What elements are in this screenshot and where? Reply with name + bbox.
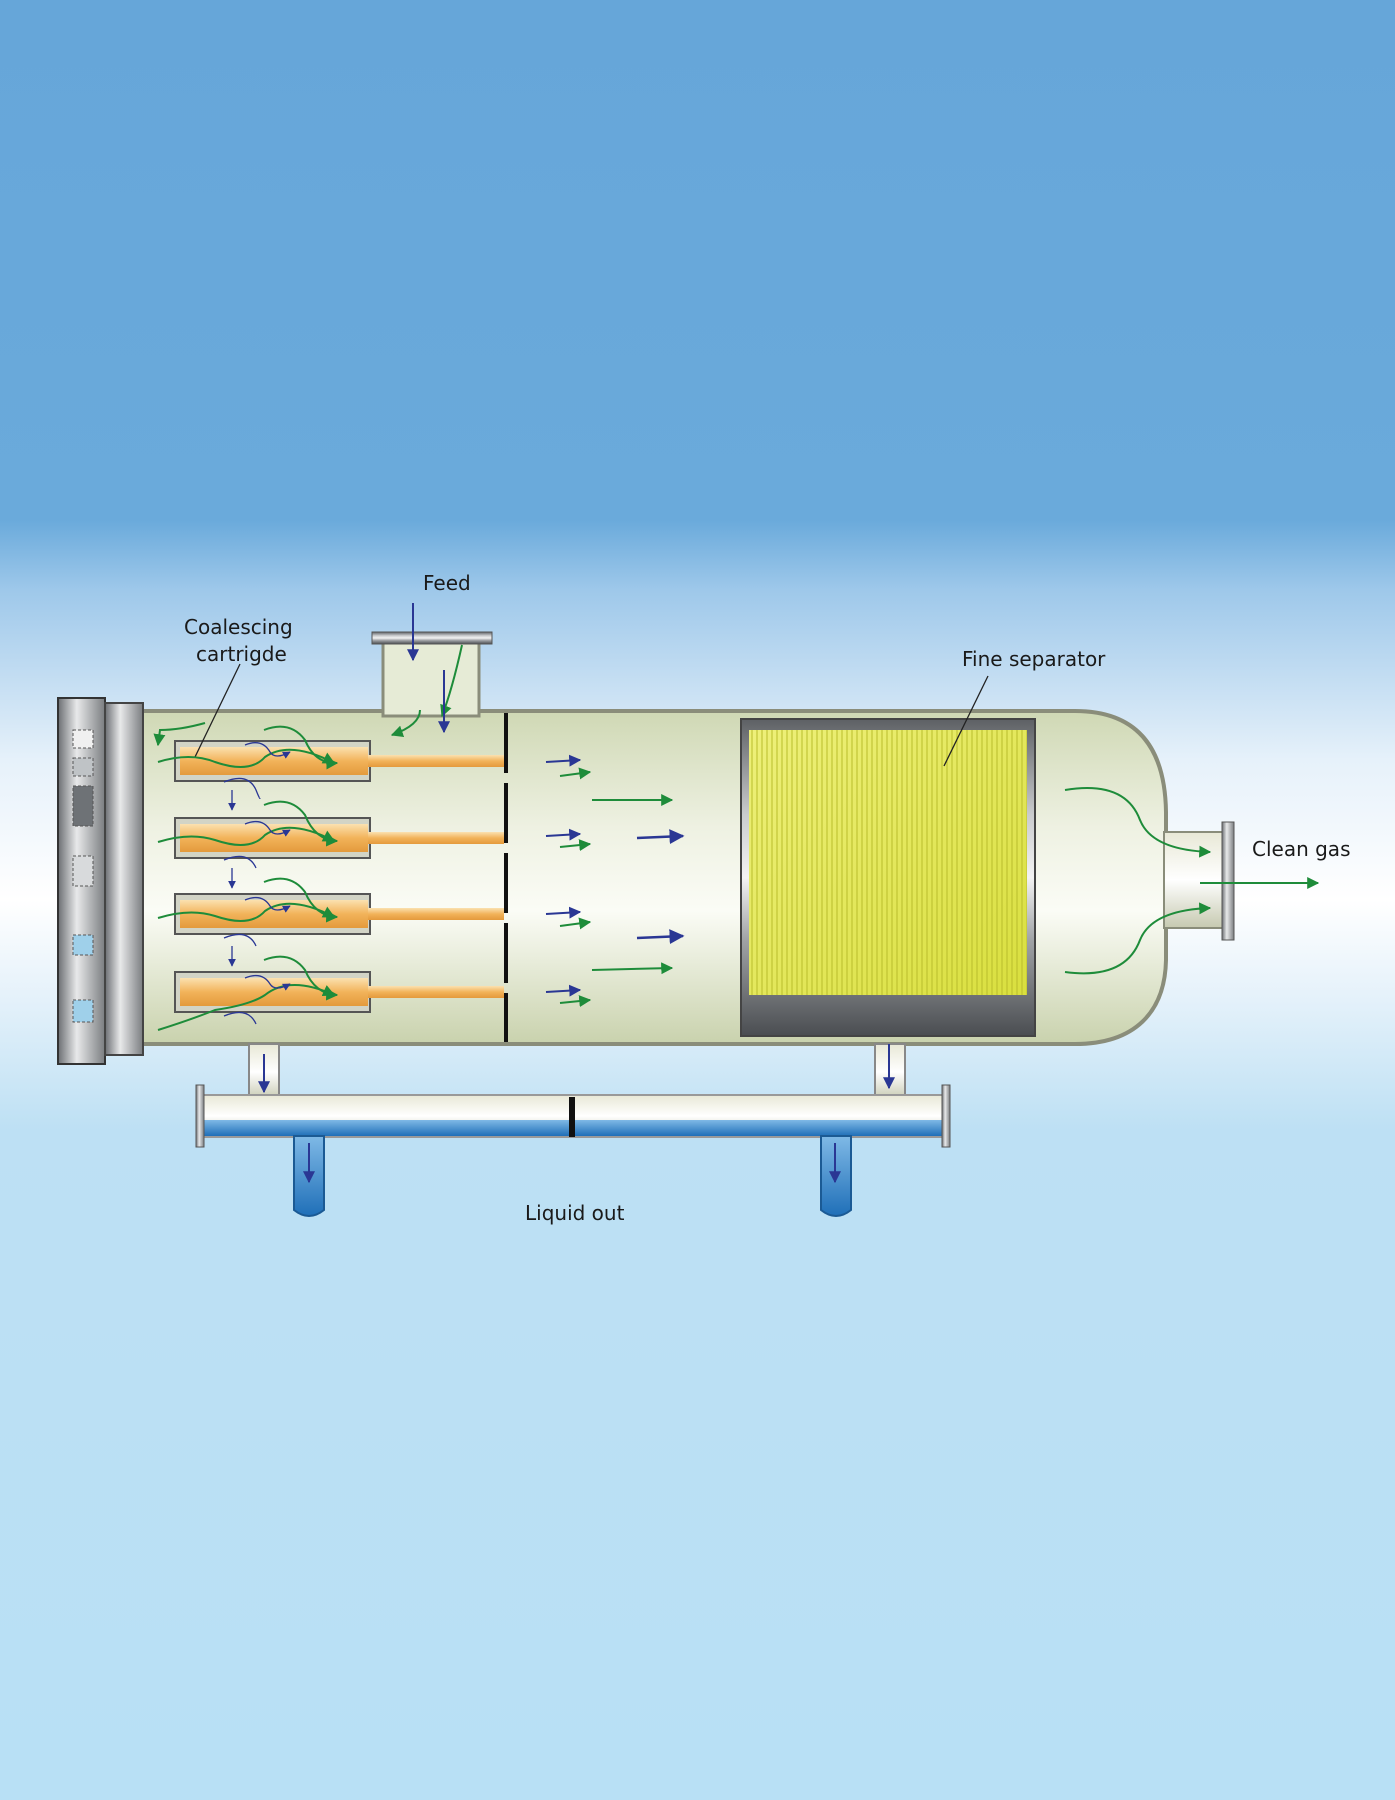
label-clean-gas: Clean gas: [1252, 837, 1351, 861]
drain-piping: [195, 1043, 951, 1217]
label-liquid-out: Liquid out: [525, 1201, 625, 1225]
left-flange: [57, 697, 144, 1065]
gas-flow-arrows: [153, 644, 1320, 1031]
label-coalescing-line1: Coalescing: [184, 615, 293, 639]
liquid-flow-arrows: [223, 603, 895, 1184]
label-fine-separator: Fine separator: [962, 647, 1106, 671]
fine-separator-unit: [740, 718, 1036, 1037]
cartridge-2: [174, 817, 504, 859]
label-coalescing-line2: cartrigde: [196, 642, 287, 666]
leader-lines: [194, 663, 989, 767]
label-feed: Feed: [423, 571, 471, 595]
